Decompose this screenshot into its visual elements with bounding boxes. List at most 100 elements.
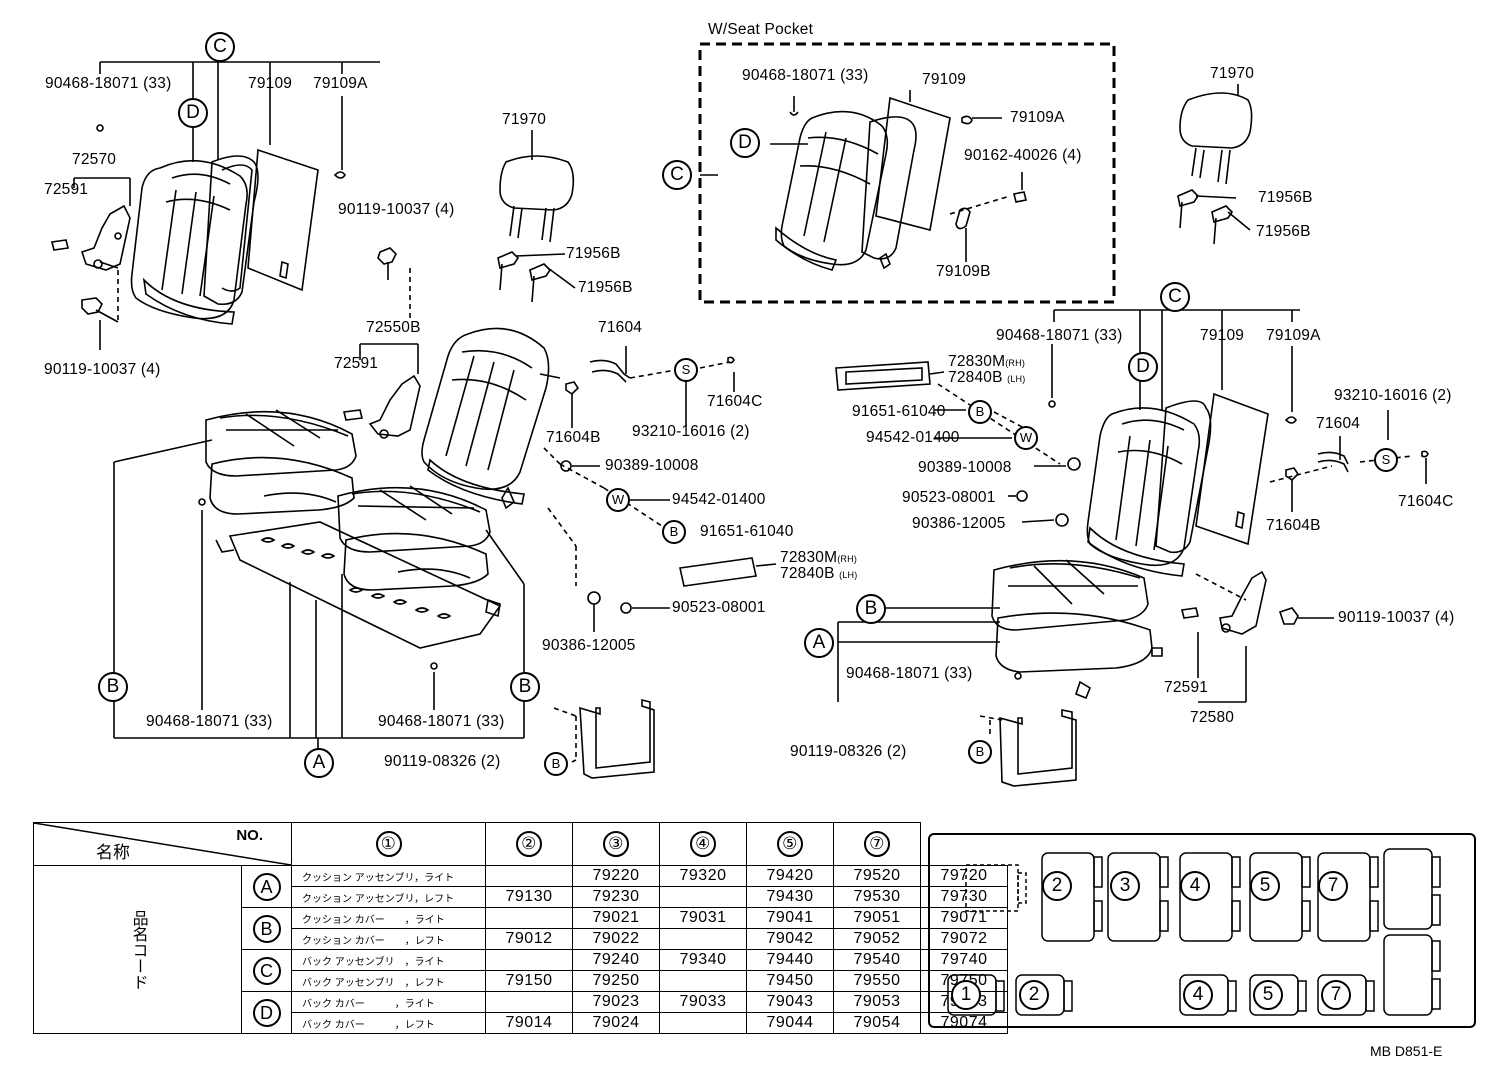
part-code-cell: 79420 — [746, 865, 834, 887]
category-marker: D — [241, 991, 292, 1034]
part-label: 79109 — [1200, 327, 1245, 344]
part-label: 71970 — [1210, 65, 1255, 82]
part-code-cell: 79740 — [920, 949, 1008, 971]
column-header: ② — [485, 822, 573, 866]
part-label: 93210-16016 (2) — [632, 423, 750, 440]
part-label: 94542-01400 — [672, 491, 766, 508]
part-code-cell: 79220 — [572, 865, 660, 887]
part-label: 71956B — [1256, 223, 1311, 240]
column-header: ⑦ — [833, 822, 921, 866]
seat-layout-diagram: 2 3 4 5 7 1 2 4 5 7 — [928, 833, 1476, 1028]
part-label: 72840B (LH) — [948, 369, 1026, 386]
callout-a: A — [304, 748, 334, 778]
callout-w: W — [1014, 426, 1038, 450]
part-code-cell: 79730 — [920, 886, 1008, 908]
callout-d: D — [178, 98, 208, 128]
part-label: 90468-18071 (33) — [378, 713, 505, 730]
part-label: 90468-18071 (33) — [846, 665, 973, 682]
part-label: 72830M(RH) — [780, 549, 858, 566]
part-code-cell — [659, 886, 747, 908]
part-label: 94542-01400 — [866, 429, 960, 446]
part-label: 71956B — [566, 245, 621, 262]
part-code-cell: 79012 — [485, 928, 573, 950]
part-label: 90389-10008 — [918, 459, 1012, 476]
part-name-cell: クッション カバー ，レフト — [291, 928, 486, 950]
part-label: 79109 — [922, 71, 967, 88]
part-label: 90119-08326 (2) — [790, 743, 907, 760]
part-label: 90468-18071 (33) — [146, 713, 273, 730]
part-label: 71956B — [578, 279, 633, 296]
part-code-cell — [659, 928, 747, 950]
column-header: ① — [291, 822, 486, 866]
part-label: 90386-12005 — [912, 515, 1006, 532]
part-label: 72550B — [366, 319, 421, 336]
part-label: 72591 — [1164, 679, 1209, 696]
part-code-cell: 79540 — [833, 949, 921, 971]
part-code-cell — [659, 1012, 747, 1034]
part-code-cell: 79051 — [833, 907, 921, 929]
part-label: 72591 — [334, 355, 379, 372]
seat-position-marker: 3 — [1110, 871, 1140, 901]
seat-position-marker: 5 — [1250, 871, 1280, 901]
part-name-cell: バック アッセンブリ ，レフト — [291, 970, 486, 992]
part-label: 90468-18071 (33) — [996, 327, 1123, 344]
callout-d: D — [730, 128, 760, 158]
part-label: 90119-08326 (2) — [384, 753, 501, 770]
category-marker: C — [241, 949, 292, 992]
table-header-name: 名称 NO. — [33, 822, 292, 866]
part-label: 90523-08001 — [672, 599, 766, 616]
part-name-cell: バック カバー ，レフト — [291, 1012, 486, 1034]
part-code-cell: 79054 — [833, 1012, 921, 1034]
seat-pocket-title: W/Seat Pocket — [708, 21, 814, 38]
part-code-cell: 79150 — [485, 970, 573, 992]
callout-c: C — [662, 160, 692, 190]
part-label: 71956B — [1258, 189, 1313, 206]
part-code-cell — [659, 970, 747, 992]
part-label: 71604C — [1398, 493, 1454, 510]
part-label: 90468-18071 (33) — [45, 75, 172, 92]
part-code-cell: 79430 — [746, 886, 834, 908]
callout-b: B — [662, 520, 686, 544]
callout-b: B — [968, 400, 992, 424]
part-code-cell — [485, 865, 573, 887]
part-label: 90468-18071 (33) — [742, 67, 869, 84]
seat-position-marker: 1 — [951, 980, 981, 1010]
part-code-cell: 79041 — [746, 907, 834, 929]
seat-layout-shapes — [947, 848, 1441, 1016]
callout-s: S — [674, 358, 698, 382]
callout-b: B — [510, 672, 540, 702]
part-label: 90523-08001 — [902, 489, 996, 506]
part-name-cell: クッション カバー ，ライト — [291, 907, 486, 929]
part-code-cell: 79072 — [920, 928, 1008, 950]
part-label: 79109 — [248, 75, 293, 92]
headrest-left-drawing — [497, 130, 576, 303]
part-label: 79109A — [313, 75, 368, 92]
part-code-cell: 79042 — [746, 928, 834, 950]
seat-position-marker: 4 — [1180, 871, 1210, 901]
seat-position-marker: 7 — [1318, 871, 1348, 901]
part-code-cell: 79340 — [659, 949, 747, 971]
part-label: 91651-61040 — [700, 523, 794, 540]
seat-position-marker: 4 — [1183, 980, 1213, 1010]
part-code-cell: 79130 — [485, 886, 573, 908]
callout-b: B — [968, 740, 992, 764]
seat-back-middle-drawing — [343, 247, 777, 632]
part-label: 91651-61040 — [852, 403, 946, 420]
part-label: 90119-10037 (4) — [1338, 609, 1455, 626]
header-name-label: 名称 — [96, 843, 130, 862]
part-label: 90389-10008 — [605, 457, 699, 474]
seat-right-drawing — [835, 309, 1429, 787]
header-no-label: NO. — [236, 827, 263, 844]
side-label: 品名コード — [32, 865, 243, 1034]
callout-b: B — [98, 672, 128, 702]
callout-c: C — [205, 32, 235, 62]
part-name-cell: バック カバー ，ライト — [291, 991, 486, 1013]
part-code-cell: 79023 — [572, 991, 660, 1013]
callout-a: A — [804, 628, 834, 658]
seat-position-marker: 5 — [1253, 980, 1283, 1010]
part-label: 71604B — [1266, 517, 1321, 534]
callout-b: B — [544, 752, 568, 776]
